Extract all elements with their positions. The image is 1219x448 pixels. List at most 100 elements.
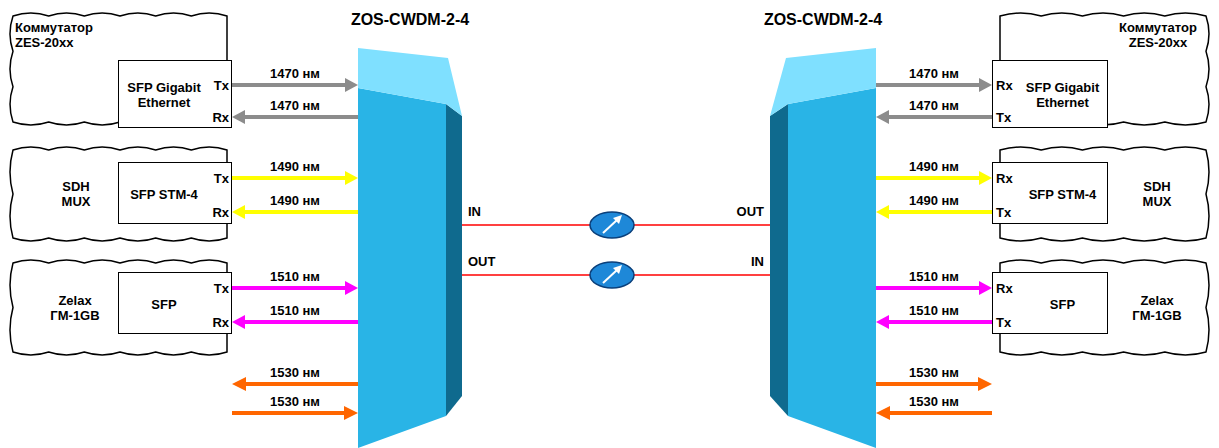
connector-line	[232, 286, 346, 290]
device-label: SDH MUX	[1130, 142, 1184, 246]
equipment-cloud: SDH MUX SFP STM-4RxTx	[992, 142, 1214, 246]
device-label: Коммутатор ZES-20xx	[1108, 20, 1208, 50]
connector-line	[232, 176, 346, 180]
device-label: SFP STM-4	[122, 163, 206, 225]
port-label: Rx	[207, 110, 229, 126]
device-label: OUT	[720, 204, 764, 219]
sfp-module: SFP Gigabit EthernetRxTx	[992, 60, 1108, 128]
isolator-body	[590, 262, 634, 288]
equipment-cloud: Коммутатор ZES-20xxSFP Gigabit EthernetT…	[5, 8, 235, 130]
port-label: Rx	[207, 205, 229, 221]
arrow-head	[979, 281, 992, 295]
wavelength-label: 1530 нм	[268, 365, 322, 380]
device-title: ZOS-CWDM-2-4	[298, 10, 522, 30]
arrow-head	[979, 171, 992, 185]
wavelength-label: 1510 нм	[907, 269, 961, 284]
device-label: OUT	[468, 254, 508, 269]
connector-line	[876, 176, 980, 180]
multiplexer-side-face	[770, 104, 788, 416]
wavelength-label: 1510 нм	[907, 303, 961, 318]
arrow-head	[344, 406, 358, 420]
port-label: Rx	[996, 171, 1018, 187]
connector-line	[244, 320, 358, 324]
wavelength-label: 1470 нм	[268, 98, 322, 113]
port-label: Tx	[996, 110, 1018, 126]
connector-line	[876, 286, 980, 290]
arrow-line	[232, 411, 345, 415]
isolator-arrow-head	[613, 265, 622, 274]
wavelength-label: 1470 нм	[907, 98, 961, 113]
port-label: Tx	[996, 205, 1018, 221]
arrow-head	[978, 377, 992, 391]
multiplexer-front-face	[788, 88, 876, 448]
port-label: Tx	[207, 171, 229, 187]
multiplexer-shape	[358, 44, 462, 448]
arrow-head	[345, 78, 358, 92]
arrow-head	[876, 315, 889, 329]
isolator-body	[590, 212, 634, 238]
arrow-head	[345, 281, 358, 295]
arrow-head	[232, 110, 245, 124]
wavelength-label: 1490 нм	[907, 159, 961, 174]
equipment-cloud: Zelax ГМ-1GBSFPTxRx	[5, 255, 235, 360]
device-label: SFP Gigabit Ethernet	[122, 61, 206, 129]
sfp-module: SFPTxRx	[118, 272, 232, 334]
connector-line	[888, 210, 992, 214]
wavelength-label: 1490 нм	[907, 193, 961, 208]
equipment-cloud: SDH MUX SFP STM-4TxRx	[5, 142, 235, 246]
multiplexer-top-face	[770, 48, 876, 116]
arrow-head	[876, 110, 889, 124]
port-label: Rx	[996, 78, 1018, 94]
port-label: Tx	[207, 78, 229, 94]
isolator-symbol	[590, 212, 634, 238]
arrow-head	[876, 406, 890, 420]
device-label: SFP	[122, 273, 206, 335]
connector-line	[244, 210, 358, 214]
wavelength-label: 1470 нм	[907, 66, 961, 81]
wavelength-label: 1490 нм	[268, 193, 322, 208]
connector-line	[888, 115, 992, 119]
connector-line	[232, 83, 346, 87]
port-label: Rx	[996, 281, 1018, 297]
device-label: IN	[468, 204, 508, 219]
sfp-module: SFPRxTx	[992, 272, 1108, 334]
device-label: SFP STM-4	[1019, 163, 1106, 225]
arrow-head	[232, 377, 246, 391]
wavelength-label: 1530 нм	[907, 365, 961, 380]
sfp-module: SFP STM-4TxRx	[118, 162, 232, 224]
device-label: SFP	[1019, 273, 1106, 335]
wavelength-label: 1510 нм	[268, 303, 322, 318]
wavelength-label: 1470 нм	[268, 66, 322, 81]
arrow-head	[232, 205, 245, 219]
cwdm-multiplexer: ZOS-CWDM-2-4INOUT	[358, 44, 462, 448]
device-label: IN	[720, 254, 764, 269]
isolator-arrow-head	[613, 215, 622, 224]
sfp-module: SFP STM-4RxTx	[992, 162, 1108, 224]
device-label: Коммутатор ZES-20xx	[15, 20, 115, 50]
port-label: Rx	[207, 315, 229, 331]
connector-line	[244, 115, 358, 119]
arrow-head	[345, 171, 358, 185]
arrow-line	[876, 382, 979, 386]
isolator-arrow	[603, 270, 617, 283]
wavelength-label: 1530 нм	[907, 394, 961, 409]
arrow-line	[889, 411, 992, 415]
arrow-head	[876, 205, 889, 219]
device-label: SFP Gigabit Ethernet	[1019, 61, 1106, 129]
multiplexer-shape	[770, 44, 876, 448]
device-title: ZOS-CWDM-2-4	[711, 10, 935, 30]
wavelength-label: 1530 нм	[268, 394, 322, 409]
sfp-module: SFP Gigabit EthernetTxRx	[118, 60, 232, 128]
arrow-line	[245, 382, 358, 386]
multiplexer-side-face	[446, 104, 462, 416]
multiplexer-front-face	[358, 88, 446, 448]
device-label: SDH MUX	[49, 142, 103, 246]
arrow-head	[979, 78, 992, 92]
arrow-head	[232, 315, 245, 329]
equipment-cloud: Zelax ГМ-1GBSFPRxTx	[992, 255, 1214, 360]
connector-line	[888, 320, 992, 324]
port-label: Tx	[996, 315, 1018, 331]
device-label: Zelax ГМ-1GB	[43, 255, 107, 360]
isolator-arrow	[603, 220, 617, 233]
equipment-cloud: Коммутатор ZES-20xxSFP Gigabit EthernetR…	[992, 8, 1214, 130]
